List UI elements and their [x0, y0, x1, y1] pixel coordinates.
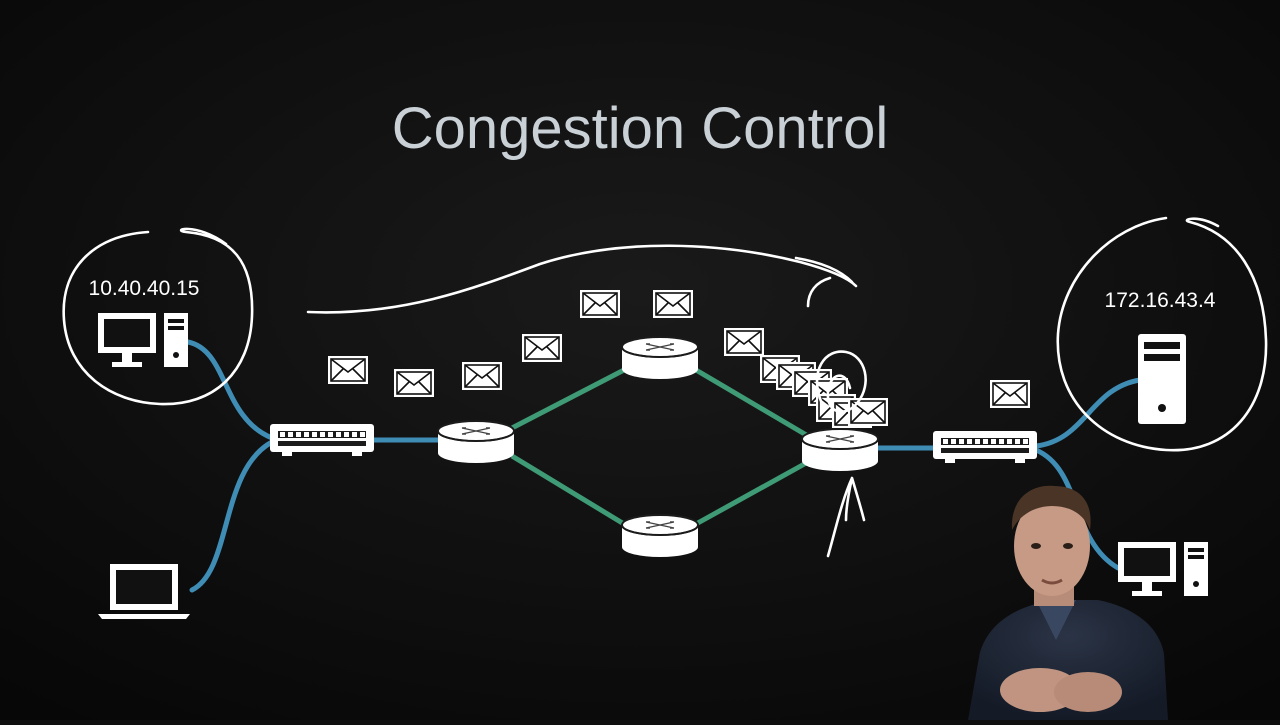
link-left-bottom — [510, 453, 626, 527]
ink-arc-hook — [794, 256, 854, 308]
dest-server-icon — [1138, 334, 1186, 424]
envelope-icon — [723, 327, 765, 357]
dest-ip-label: 172.16.43.4 — [1105, 289, 1216, 312]
ink-circle-source — [62, 227, 254, 406]
link-bottom-right — [694, 459, 810, 527]
ink-circle-dest — [1056, 216, 1268, 452]
switch-right-icon — [933, 431, 1037, 463]
envelope-icon — [652, 289, 694, 319]
router-right-icon — [801, 428, 879, 472]
source-laptop-icon — [98, 564, 190, 619]
ink-annotations — [62, 216, 1268, 558]
envelope-icon — [521, 333, 563, 363]
link-switch-server — [1033, 377, 1143, 449]
link-top-right — [694, 367, 810, 439]
link-left-top — [510, 367, 626, 431]
source-ip-label: 10.40.40.15 — [89, 277, 200, 300]
link-desktop-switch — [185, 339, 275, 441]
envelope-icon — [393, 368, 435, 398]
envelope-icon — [847, 397, 889, 427]
slide-title: Congestion Control — [392, 96, 889, 161]
presenter-video-overlay — [968, 485, 1168, 720]
envelope-icon — [327, 355, 369, 385]
envelope-icon — [461, 361, 503, 391]
switch-left-icon — [270, 424, 374, 456]
router-left-icon — [437, 420, 515, 464]
ink-scribble-congestion — [815, 350, 867, 413]
link-laptop-switch — [189, 439, 275, 593]
ink-arrow-up — [826, 476, 866, 558]
envelope-icon — [989, 379, 1031, 409]
router-bottom-icon — [621, 514, 699, 558]
envelope-icon — [579, 289, 621, 319]
ink-arc-path — [306, 244, 858, 314]
router-links — [510, 367, 810, 527]
router-top-icon — [621, 336, 699, 380]
